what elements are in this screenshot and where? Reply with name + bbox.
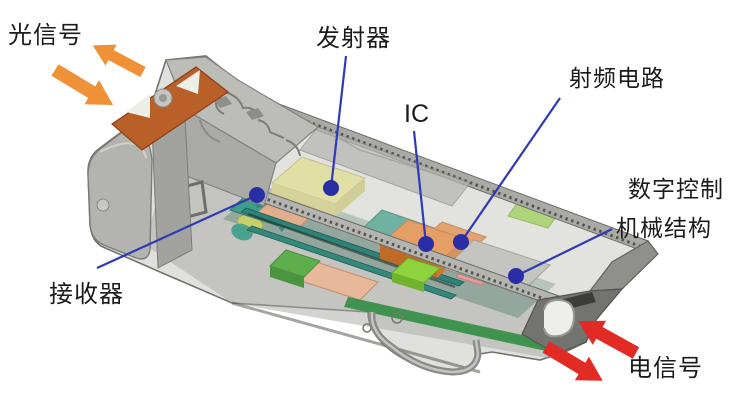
label-rf-circuit: 射频电路 <box>569 65 665 91</box>
front-cap <box>87 117 193 269</box>
dot-receiver <box>249 187 265 203</box>
dot-rf-circuit <box>453 234 469 250</box>
front-latch-assembly <box>87 56 471 269</box>
leader-transmitter <box>329 55 348 189</box>
dot-transmitter <box>323 180 339 196</box>
dot-mechanical-structure <box>508 268 524 284</box>
pull-hook <box>543 298 576 338</box>
label-ic: IC <box>404 100 429 128</box>
optical-out-arrow <box>87 34 149 83</box>
label-transmitter: 发射器 <box>316 25 391 52</box>
leader-lines <box>96 55 613 284</box>
label-digital-control: 数字控制 <box>628 176 724 202</box>
leader-ic <box>412 130 428 245</box>
dot-ic <box>418 236 434 252</box>
leader-receiver <box>96 193 258 270</box>
rear-connector-assembly <box>521 240 659 355</box>
label-optical-signal: 光信号 <box>8 22 83 49</box>
optical-in-arrow <box>47 57 121 118</box>
leader-rf-circuit <box>460 97 561 243</box>
leader-mechanical-structure <box>515 228 613 277</box>
label-mechanical-structure: 机械结构 <box>616 215 712 241</box>
label-electrical-signal: 电信号 <box>628 355 703 382</box>
label-receiver: 接收器 <box>49 281 124 308</box>
transmitter-block <box>271 156 366 217</box>
latch-plate <box>111 66 230 151</box>
